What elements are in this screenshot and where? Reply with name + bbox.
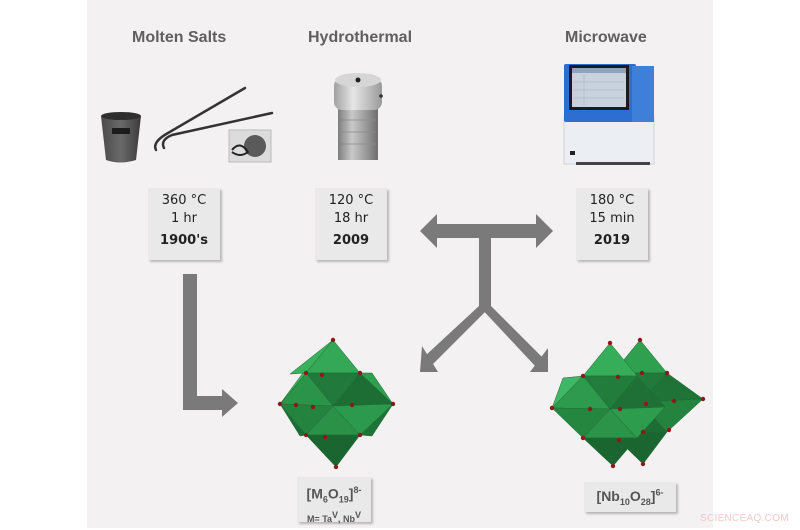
formula-box-nb10o28: [Nb10O28]6- [584, 482, 676, 512]
nb10o28-vertices-icon [549, 337, 706, 469]
year-label: 2019 [593, 233, 631, 248]
conditions-box-molten-salts: 360 °C 1 hr 1900's [148, 188, 220, 260]
nb10o28-polyhedra-icon [551, 339, 704, 467]
formula-nb10o28: [Nb10O28]6- [596, 487, 664, 507]
time-label: 18 hr [333, 211, 369, 226]
m6o19-polyhedra-icon [279, 339, 394, 468]
year-label: 2009 [332, 233, 370, 248]
formula-box-m6o19: [M6O19]8- M= TaV, NbV [297, 477, 371, 524]
l-arrow-icon [183, 274, 238, 417]
method-title-hydrothermal: Hydrothermal [308, 29, 413, 46]
year-label: 1900's [160, 233, 208, 248]
conditions-box-hydrothermal: 120 °C 18 hr 2009 [315, 188, 387, 260]
time-label: 15 min [589, 211, 635, 226]
crucible-icon [101, 112, 141, 163]
tongs-inset-icon [228, 129, 272, 163]
autoclave-icon [334, 73, 383, 160]
temperature-label: 120 °C [328, 193, 374, 208]
metal-note: M= TaV, NbV [306, 510, 362, 525]
method-title-molten-salts: Molten Salts [132, 29, 227, 46]
method-title-microwave: Microwave [565, 29, 647, 46]
temperature-label: 180 °C [589, 193, 635, 208]
watermark: SCIENCEAQ.COM [700, 513, 789, 524]
temperature-label: 360 °C [161, 193, 207, 208]
formula-m6o19: [M6O19]8- [306, 485, 362, 505]
branch-arrow-icon [420, 214, 553, 372]
conditions-box-microwave: 180 °C 15 min 2019 [576, 188, 648, 260]
tongs-icon [154, 86, 274, 152]
m6o19-vertices-icon [277, 337, 396, 470]
microwave-reactor-icon [563, 64, 655, 165]
time-label: 1 hr [171, 211, 197, 226]
